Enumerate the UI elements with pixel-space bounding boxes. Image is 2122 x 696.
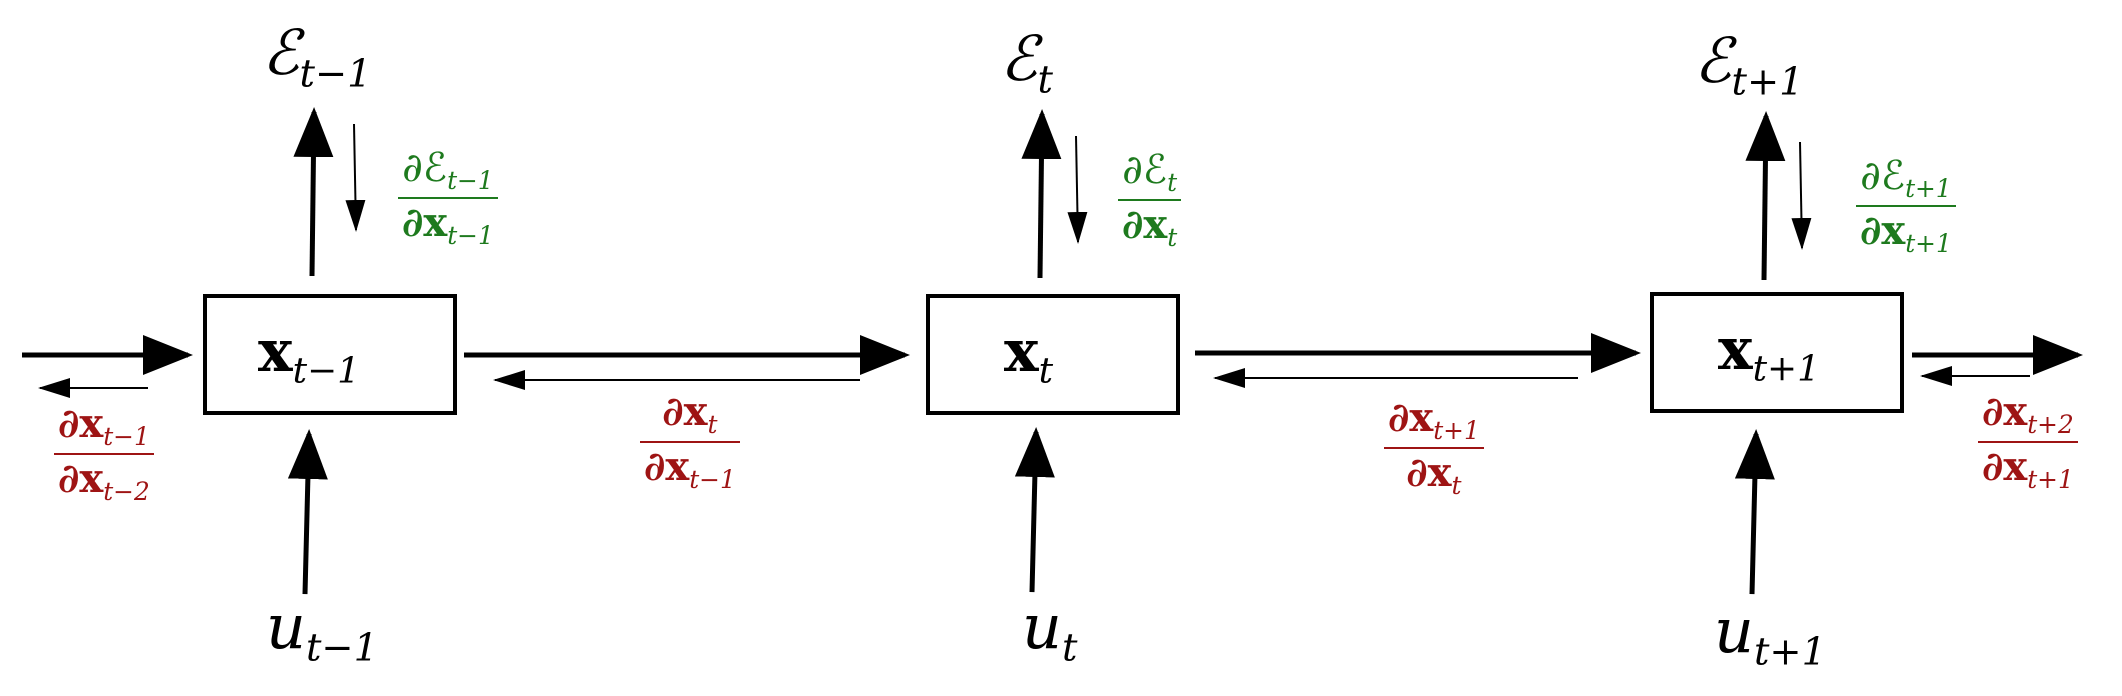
state-box-t-plus-1: [1650, 292, 1904, 413]
fraction-bar: [1118, 198, 1182, 201]
input-label-t: ut: [1022, 590, 1078, 671]
input-arrow-t: [1014, 427, 1055, 593]
output-arrow-t-plus-1: [1745, 111, 1786, 281]
output-gradient-t-plus-1: ∂ℰt+1 ∂xt+1: [1856, 156, 1956, 256]
input-arrow-t-minus-1: [287, 429, 328, 595]
output-gradient-arrow-t-plus-1: [1791, 141, 1812, 250]
state-gradient-incoming: ∂xt−1 ∂xt−2: [54, 404, 154, 504]
state-gradient-t: ∂xt ∂xt−1: [640, 392, 740, 492]
input-arrow-t-plus-1: [1734, 429, 1775, 595]
output-label-t-minus-1: ℰt−1: [262, 16, 372, 97]
fraction-bar: [398, 196, 498, 199]
output-gradient-arrow-t: [1067, 135, 1088, 244]
output-label-t-plus-1: ℰt+1: [1694, 24, 1804, 105]
input-label-t-minus-1: ut−1: [266, 590, 379, 671]
output-gradient-t-minus-1: ∂ℰt−1 ∂xt−1: [398, 148, 498, 248]
fraction-bar: [1856, 204, 1956, 207]
output-arrow-t-minus-1: [293, 107, 334, 277]
fraction-bar: [1384, 446, 1484, 449]
state-label-t-plus-1: xt+1: [1718, 315, 1821, 390]
state-label-t: xt: [1004, 317, 1054, 392]
state-gradient-t-plus-1: ∂xt+1 ∂xt: [1384, 398, 1484, 498]
output-gradient-arrow-t-minus-1: [345, 123, 366, 232]
fraction-bar: [54, 452, 154, 455]
state-gradient-outgoing: ∂xt+2 ∂xt+1: [1978, 392, 2078, 492]
fraction-bar: [1978, 440, 2078, 443]
fraction-bar: [640, 440, 740, 443]
output-arrow-t: [1021, 109, 1062, 279]
input-label-t-plus-1: ut+1: [1714, 594, 1827, 675]
state-box-t: [926, 294, 1180, 415]
output-label-t: ℰt: [1000, 22, 1053, 103]
state-label-t-minus-1: xt−1: [258, 317, 361, 392]
output-gradient-t: ∂ℰt ∂xt: [1118, 150, 1182, 250]
state-box-t-minus-1: [203, 294, 457, 415]
